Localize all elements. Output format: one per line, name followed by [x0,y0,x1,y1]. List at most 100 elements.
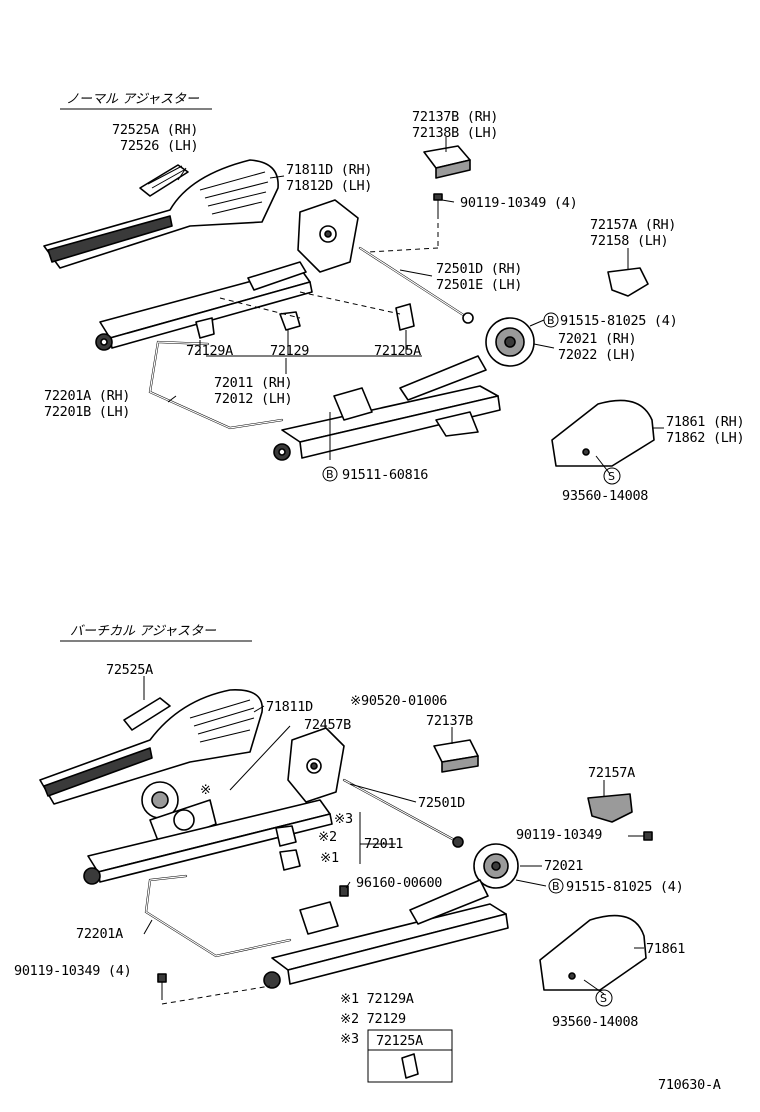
link-wire-72201a-v [144,874,292,958]
recliner-motor-72021 [485,317,535,367]
section-normal-adjuster: ノーマル アジャスター [43,92,745,504]
mark-star-motor: ※ [200,782,211,798]
bolt-90119-10349-v2 [157,973,167,1000]
label-72137b-v: 72137B [426,713,473,729]
right-seat-track-v [263,879,509,989]
mark-b-circle-2 [322,466,338,482]
mark-b-2: B [326,468,334,481]
label-72125a: 72125A [374,343,421,359]
legend-row-2: ※2 72129 [340,1011,406,1027]
clip-72129 [279,311,301,331]
knob-72525a [139,164,189,197]
side-cover-71861 [551,399,655,467]
clip-72125a [395,303,415,331]
right-seat-track [273,355,501,461]
cap-72137b [423,145,471,179]
label-71811d-rh: 71811D (RH) [286,162,372,178]
label-72526-lh: 72526 (LH) [120,138,198,154]
label-72501d-rh: 72501D (RH) [436,261,522,277]
label-72501e-lh: 72501E (LH) [436,277,522,293]
label-72525a-rh: 72525A (RH) [112,122,198,138]
label-72201b-lh: 72201B (LH) [44,404,130,420]
label-72022-lh: 72022 (LH) [558,347,636,363]
label-72157a-v: 72157A [588,765,635,781]
label-90520-01006: ※90520-01006 [350,693,447,709]
height-adjust-motor [141,781,217,847]
leader-dashed-clips [219,291,401,319]
recliner-hinge-v [287,727,345,803]
link-wire-72201a [148,340,284,430]
cap-72157a-v [587,793,633,823]
leader-dashed-bolt [161,985,271,1005]
seat-track-cover-71811d-v [39,689,263,805]
torsion-bar-72501d [358,246,474,324]
bolt-90119-10349-v1 [643,831,653,841]
knob-72525a-v [123,697,171,731]
label-91511-60816: 91511-60816 [342,467,428,483]
side-cover-71861-v [539,914,647,991]
label-72129: 72129 [270,343,309,359]
mark-ref-2: ※2 [318,829,337,845]
label-72501d-v: 72501D [418,795,465,811]
mark-b-circle-1 [543,312,559,328]
label-72201a-v: 72201A [76,926,123,942]
section-vertical-title: バーチカル アジャスター [70,624,217,639]
footnote-legend: ※1 72129A ※2 72129 ※3 72125A [340,991,453,1083]
leader-lines-normal [167,137,664,475]
section-vertical-adjuster: バーチカル アジャスター [14,624,686,1083]
label-71811d-v: 71811D [266,699,313,715]
clip-group-v [275,825,349,897]
mark-b-v: B [552,880,560,893]
label-72457b: 72457B [304,717,351,733]
bolt-90119-10349 [433,193,443,214]
label-93560-14008-v: 93560-14008 [552,1014,638,1030]
label-72129a: 72129A [186,343,233,359]
label-72021-v: 72021 [544,858,583,874]
label-90119-10349: 90119-10349 (4) [460,195,577,211]
cap-72157a [607,267,649,297]
cap-72137b-v [433,739,479,773]
section-normal-title: ノーマル アジャスター [66,92,200,107]
label-72201a-rh: 72201A (RH) [44,388,130,404]
mark-b-1: B [547,314,555,327]
label-72011-v: 72011 [364,836,403,852]
mark-s-v: S [600,992,607,1005]
label-71861-rh: 71861 (RH) [666,414,744,430]
legend-box-part: 72125A [376,1033,423,1049]
mark-s-circle [603,467,621,485]
recliner-hinge [247,199,359,291]
label-91515-81025-v: 91515-81025 (4) [566,879,683,895]
label-71862-lh: 71862 (LH) [666,430,744,446]
clip-72129a [195,317,215,339]
mark-b-circle-v [548,878,564,894]
torsion-bar-72501d-v [342,778,464,848]
legend-box [367,1029,453,1083]
figure-id: 710630-A [658,1077,721,1093]
leader-lines-vertical [143,676,644,995]
label-71812d-lh: 71812D (LH) [286,178,372,194]
legend-clip-icon [401,1053,419,1079]
label-72138b-lh: 72138B (LH) [412,125,498,141]
label-72158-lh: 72158 (LH) [590,233,668,249]
label-72157a-rh: 72157A (RH) [590,217,676,233]
label-71861-v: 71861 [646,941,685,957]
label-72525a-v: 72525A [106,662,153,678]
recliner-motor-72021-v [473,843,519,889]
seat-track-cover-71811d [43,159,279,269]
label-72011-rh: 72011 (RH) [214,375,292,391]
label-72021-rh: 72021 (RH) [558,331,636,347]
mark-ref-1: ※1 [320,850,339,866]
label-90119-10349-v1: 90119-10349 [516,827,602,843]
mark-ref-3: ※3 [334,811,353,827]
legend-row-3-mark: ※3 [340,1031,359,1047]
label-91515-81025: 91515-81025 (4) [560,313,677,329]
label-93560-14008: 93560-14008 [562,488,648,504]
left-seat-track-v [83,799,333,885]
label-72012-lh: 72012 (LH) [214,391,292,407]
mark-s: S [608,470,615,483]
legend-row-1: ※1 72129A [340,991,414,1007]
mark-s-circle-v [595,989,613,1007]
label-72137b-rh: 72137B (RH) [412,109,498,125]
label-90119-10349-v2: 90119-10349 (4) [14,963,131,979]
